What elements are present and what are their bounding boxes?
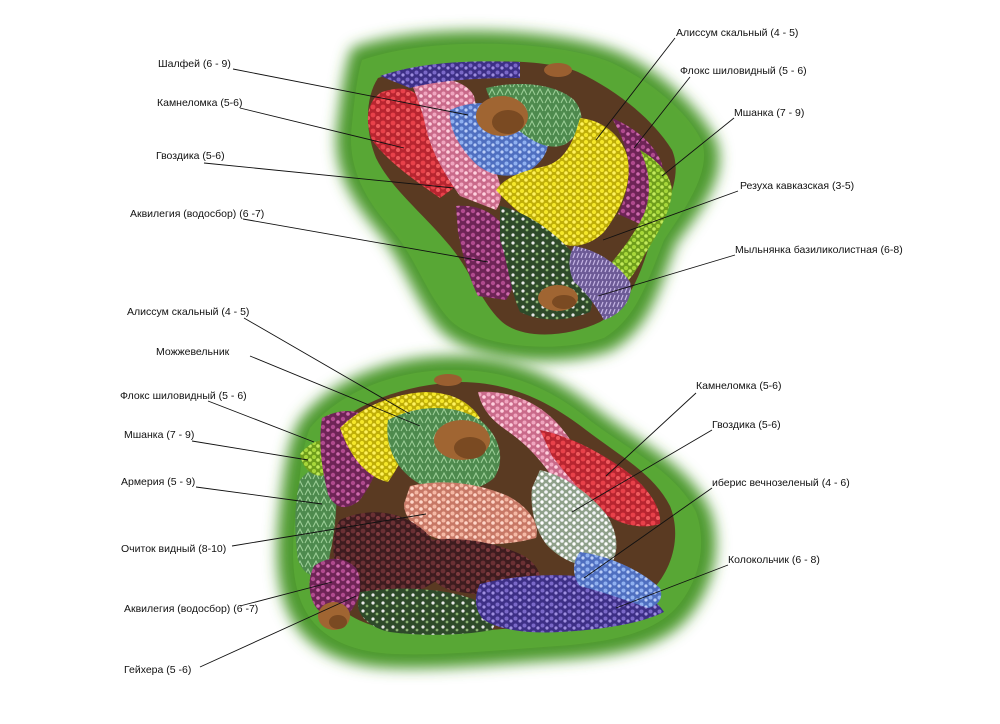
label-bottom-mshanka: Мшанка (7 - 9) <box>124 429 194 441</box>
bottom-flower-bed <box>277 355 716 669</box>
label-bottom-kolokolchik: Колокольчик (6 - 8) <box>728 554 820 566</box>
top-labels: Шалфей (6 - 9) Камнеломка (5-6) Гвоздика… <box>130 27 903 256</box>
label-bottom-iberis: иберис вечнозеленый (4 - 6) <box>712 477 850 489</box>
leader-top-alissum <box>595 37 676 141</box>
leader-top-akvilegiya <box>242 218 489 263</box>
leader-bottom-akvilegiya <box>239 581 333 607</box>
label-bottom-kamnelomka: Камнеломка (5-6) <box>696 380 782 392</box>
top-zone-pink <box>412 79 502 210</box>
label-top-rezuha: Резуха кавказская (3-5) <box>740 180 854 192</box>
bottom-stone-left-shade <box>329 615 347 629</box>
top-zone-violet <box>380 61 520 88</box>
bottom-leader-lines <box>191 317 729 668</box>
leader-bottom-kolokolchik <box>615 564 729 609</box>
top-zone-red <box>367 88 462 198</box>
label-bottom-geyhera: Гейхера (5 -6) <box>124 664 191 676</box>
label-bottom-armeriya: Армерия (5 - 9) <box>121 476 195 488</box>
label-top-alissum: Алиссум скальный (4 - 5) <box>676 27 798 39</box>
leader-top-kamnelomka <box>239 107 405 149</box>
top-stone-upper-shade <box>492 110 524 134</box>
label-top-shalfey: Шалфей (6 - 9) <box>158 58 231 70</box>
label-bottom-alissum: Алиссум скальный (4 - 5) <box>127 306 249 318</box>
leader-top-floks <box>633 76 691 149</box>
label-bottom-akvilegiya: Аквилегия (водосбор) (6 -7) <box>124 603 258 615</box>
label-top-mshanka: Мшанка (7 - 9) <box>734 107 804 119</box>
bottom-stone-center-shade <box>454 437 486 459</box>
leader-bottom-armeriya <box>195 486 323 505</box>
leader-top-mylnyanka <box>597 254 736 297</box>
label-top-kamnelomka: Камнеломка (5-6) <box>157 97 243 109</box>
label-bottom-floks: Флокс шиловидный (5 - 6) <box>120 390 247 402</box>
top-zone-yellow <box>496 118 629 246</box>
leader-top-rezuha <box>602 190 739 241</box>
top-leader-lines <box>203 37 739 297</box>
leader-top-mshanka <box>661 117 735 177</box>
bottom-labels: Алиссум скальный (4 - 5) Можжевельник Фл… <box>120 306 850 676</box>
bottom-zone-blue-strip <box>574 552 662 608</box>
leader-bottom-kamnelomka <box>605 392 697 477</box>
bottom-zone-sage-left <box>295 465 337 576</box>
bottom-zone-magenta <box>309 558 361 617</box>
label-top-floks: Флокс шиловидный (5 - 6) <box>680 65 807 77</box>
leader-bottom-ochitok <box>231 513 427 547</box>
top-zone-lavender <box>569 246 631 320</box>
top-flower-bed <box>336 31 720 361</box>
leader-bottom-gvozdika <box>571 429 713 513</box>
bottom-zone-white <box>531 470 617 568</box>
label-top-gvozdika: Гвоздика (5-6) <box>156 150 225 162</box>
bottom-zone-mix <box>358 588 496 635</box>
leader-top-gvozdika <box>203 162 455 189</box>
label-top-akvilegiya: Аквилегия (водосбор) (6 -7) <box>130 208 264 220</box>
top-stone-lower-shade <box>552 295 576 309</box>
bottom-zone-red-right <box>540 430 661 527</box>
leader-bottom-mshanka <box>191 440 309 461</box>
leader-bottom-alissum <box>243 317 411 415</box>
bottom-zone-salmon <box>404 482 537 545</box>
leader-bottom-iberis <box>583 487 713 579</box>
label-bottom-mozhzhevelnik: Можжевельник <box>156 346 230 358</box>
label-bottom-ochitok: Очиток видный (8-10) <box>121 543 226 555</box>
bottom-stone-top <box>434 374 462 386</box>
label-bottom-gvozdika: Гвоздика (5-6) <box>712 419 781 431</box>
leader-bottom-geyhera <box>199 595 357 668</box>
leader-bottom-mozhzhevelnik <box>249 355 421 427</box>
top-zone-lime <box>600 150 672 292</box>
bottom-zone-burgundy <box>333 512 442 598</box>
leader-bottom-floks <box>207 400 315 443</box>
top-stone-top <box>544 63 572 77</box>
label-top-mylnyanka: Мыльнянка базиликолистная (6-8) <box>735 244 903 256</box>
leader-top-shalfey <box>232 68 469 116</box>
